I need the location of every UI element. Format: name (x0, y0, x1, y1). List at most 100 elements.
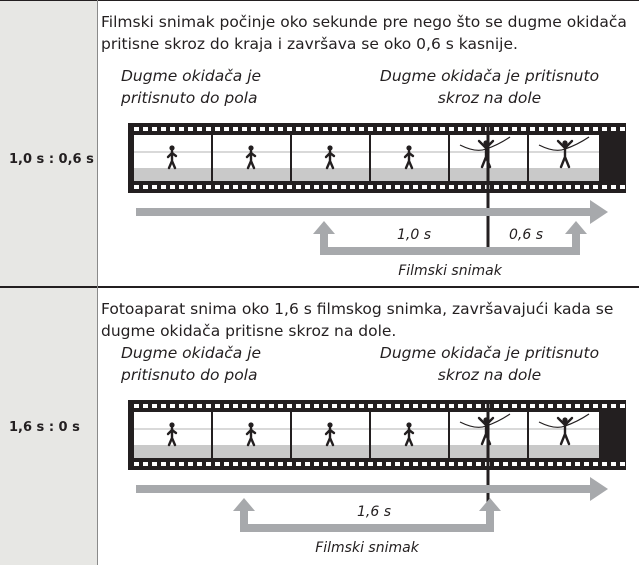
sprocket-hole (305, 404, 310, 408)
sprocket-hole (530, 404, 535, 408)
sprocket-hole (404, 185, 409, 189)
sprocket-hole (512, 404, 517, 408)
film-frame (529, 135, 599, 181)
movie-label: Filmski snimak (398, 263, 502, 279)
sprocket-hole (575, 404, 580, 408)
sprocket-hole (440, 404, 445, 408)
sprocket-hole (458, 462, 463, 466)
sprocket-hole (413, 127, 418, 131)
sprocket-hole (368, 185, 373, 189)
movie-label: Filmski snimak (315, 540, 419, 556)
row-description: Fotoaparat snima oko 1,6 s filmskog snim… (101, 300, 614, 340)
sprocket-hole (215, 404, 220, 408)
sprocket-hole (458, 404, 463, 408)
sprocket-hole (359, 185, 364, 189)
film-frame (134, 412, 211, 458)
sprocket-hole (584, 404, 589, 408)
sprocket-hole (377, 404, 382, 408)
sprocket-hole (332, 404, 337, 408)
sprocket-hole (530, 185, 535, 189)
sprocket-hole (215, 462, 220, 466)
sprocket-hole (170, 127, 175, 131)
sprocket-hole (467, 404, 472, 408)
sprocket-hole (323, 127, 328, 131)
sprocket-hole (350, 404, 355, 408)
sprocket-hole (449, 462, 454, 466)
sprocket-hole (413, 462, 418, 466)
sprocket-hole (143, 185, 148, 189)
sprocket-hole (251, 185, 256, 189)
sprocket-hole (206, 127, 211, 131)
sprocket-hole (566, 404, 571, 408)
sprocket-hole (566, 185, 571, 189)
duration-before-label: 1,6 s (357, 504, 391, 520)
film-frame (134, 135, 211, 181)
sprocket-hole (575, 462, 580, 466)
sprocket-hole (395, 185, 400, 189)
runner-icon (403, 145, 415, 170)
sprocket-hole (242, 404, 247, 408)
film-strip (128, 123, 626, 193)
sprocket-hole (494, 185, 499, 189)
sprocket-hole (395, 462, 400, 466)
sprocket-hole (152, 462, 157, 466)
sprocket-hole (269, 185, 274, 189)
sprocket-hole (170, 462, 175, 466)
sprocket-hole (341, 127, 346, 131)
sprocket-hole (251, 404, 256, 408)
sprocket-hole (215, 127, 220, 131)
sprocket-hole (188, 127, 193, 131)
runner-icon (245, 422, 257, 447)
sprocket-hole (134, 404, 139, 408)
sprocket-hole (557, 462, 562, 466)
sprocket-hole (584, 127, 589, 131)
sprocket-hole (431, 185, 436, 189)
sprocket-hole (197, 404, 202, 408)
sprocket-hole (161, 127, 166, 131)
sprocket-hole (431, 404, 436, 408)
sprocket-hole (134, 185, 139, 189)
sprocket-hole (530, 127, 535, 131)
sprocket-hole (503, 127, 508, 131)
sprocket-hole (611, 404, 616, 408)
sprocket-hole (359, 462, 364, 466)
row-label-cell (0, 0, 97, 286)
sprocket-hole (404, 127, 409, 131)
sprocket-hole (548, 185, 553, 189)
sprocket-hole (269, 127, 274, 131)
sprocket-hole (224, 462, 229, 466)
sprocket-hole (161, 462, 166, 466)
film-frame (292, 135, 369, 181)
sprocket-hole (557, 185, 562, 189)
sprocket-hole (395, 127, 400, 131)
sprocket-hole (440, 185, 445, 189)
movie-bracket (313, 221, 587, 255)
sprocket-hole (233, 127, 238, 131)
sprocket-hole (422, 404, 427, 408)
up-arrow-icon (233, 498, 255, 532)
sprocket-hole (341, 462, 346, 466)
sprocket-hole (260, 404, 265, 408)
sprocket-hole (278, 462, 283, 466)
sprocket-hole (134, 127, 139, 131)
sprocket-hole (233, 185, 238, 189)
sprocket-hole (161, 404, 166, 408)
sprocket-hole (494, 462, 499, 466)
row-label-cell (0, 288, 97, 565)
sprocket-hole (368, 462, 373, 466)
sprocket-hole (197, 127, 202, 131)
duration-before-label: 1,0 s (397, 227, 431, 243)
sprocket-hole (503, 462, 508, 466)
duration-after-label: 0,6 s (509, 227, 543, 243)
sprocket-hole (305, 127, 310, 131)
sprocket-hole (242, 462, 247, 466)
row-label: 1,6 s : 0 s (9, 420, 80, 435)
sprocket-hole (368, 404, 373, 408)
sprocket-hole (440, 127, 445, 131)
sprocket-hole (530, 462, 535, 466)
film-frame (292, 412, 369, 458)
up-arrow-icon (479, 498, 501, 532)
sprocket-hole (611, 462, 616, 466)
sprocket-hole (404, 404, 409, 408)
sprocket-hole (557, 127, 562, 131)
